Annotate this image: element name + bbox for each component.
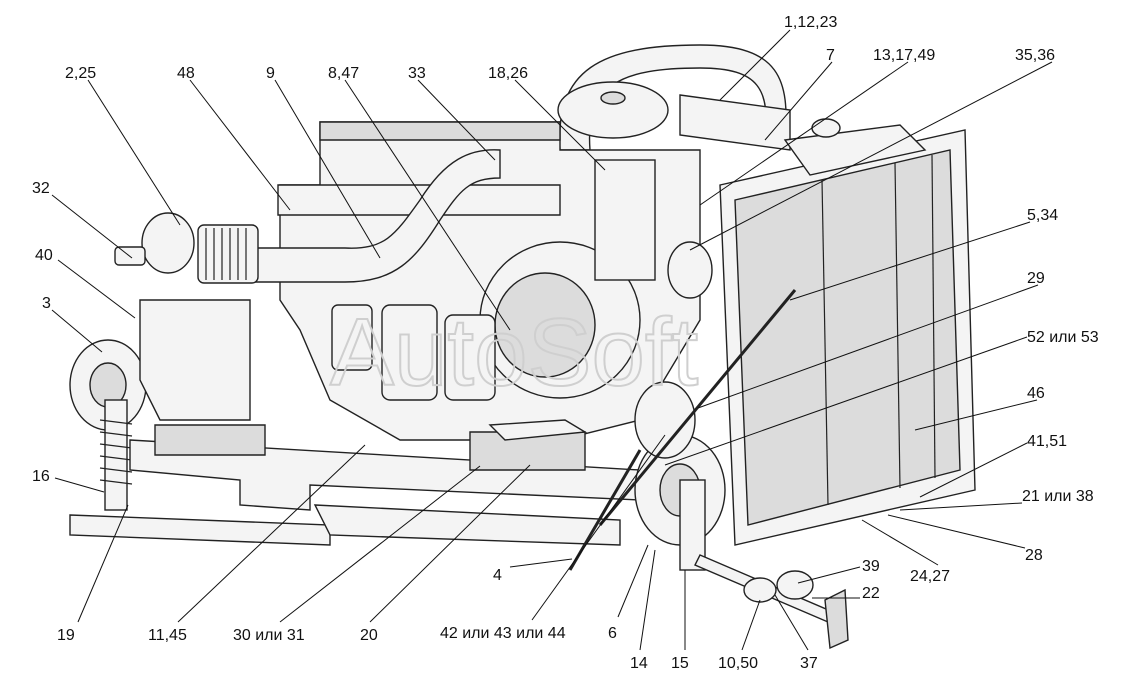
engine-drawing: AutoSoft: [69, 44, 976, 650]
callout-37: 37: [800, 655, 818, 672]
callout-14: 14: [630, 655, 648, 672]
air-cleaner-top: [557, 81, 669, 139]
radiator-divider-3: [931, 154, 936, 479]
callout-6: 6: [608, 625, 617, 642]
air-cleaner-cap: [600, 91, 626, 105]
callout-2-25: 2,25: [65, 65, 96, 82]
left-filter-cap: [141, 212, 195, 274]
callout-10-50: 10,50: [718, 655, 758, 672]
callout-28: 28: [1025, 547, 1043, 564]
callout-52-or-53: 52 или 53: [1027, 329, 1099, 346]
leader-lines: [51, 29, 1053, 651]
callout-8-47: 8,47: [328, 65, 359, 82]
callout-33: 33: [408, 65, 426, 82]
air-cleaner-neck: [594, 159, 656, 281]
callout-22: 22: [862, 585, 880, 602]
mount-left: [154, 424, 266, 456]
callout-21-or-38: 21 или 38: [1022, 488, 1094, 505]
intake-pipe-branch: [679, 94, 791, 151]
callout-labels: 1,12,23 2,25 48 9 8,47 33 18,26 7 13,17,…: [32, 14, 1099, 672]
mount-right-top: [488, 419, 588, 441]
callout-32: 32: [32, 180, 50, 197]
spring-coils: [99, 419, 133, 485]
callout-29: 29: [1027, 270, 1045, 287]
callout-19: 19: [57, 627, 75, 644]
bottom-plate: [824, 588, 849, 650]
callout-7: 7: [826, 47, 835, 64]
air-pipe: [254, 149, 501, 283]
callout-39: 39: [862, 558, 880, 575]
callout-1-12-23: 1,12,23: [784, 14, 837, 31]
spring-column: [104, 399, 128, 511]
oil-filter: [444, 314, 496, 401]
callout-15: 15: [671, 655, 689, 672]
radiator-top-tank: [783, 124, 927, 176]
front-bracket: [139, 299, 251, 421]
frame-rail-lower: [69, 514, 331, 546]
radiator-divider-1: [821, 179, 829, 506]
callout-18-26: 18,26: [488, 65, 528, 82]
callout-40: 40: [35, 247, 53, 264]
radiator-core: [734, 149, 961, 526]
belt-pulley-upper: [634, 381, 696, 459]
watermark: AutoSoft: [330, 299, 698, 406]
bottom-fitting: [776, 570, 814, 600]
radiator-filler-cap: [811, 118, 841, 138]
callout-20: 20: [360, 627, 378, 644]
callout-4: 4: [493, 567, 502, 584]
callout-9: 9: [266, 65, 275, 82]
fuel-filter-middle: [381, 304, 438, 401]
front-rod: [568, 449, 642, 571]
corrugation-lines: [205, 228, 247, 280]
callout-13-17-49: 13,17,49: [873, 47, 935, 64]
callout-48: 48: [177, 65, 195, 82]
radiator-stay-rod: [598, 289, 797, 526]
callout-30-or-31: 30 или 31: [233, 627, 305, 644]
callout-41-51: 41,51: [1027, 433, 1067, 450]
drain-valve: [743, 577, 777, 603]
callout-16: 16: [32, 468, 50, 485]
left-filter-corrugated: [197, 224, 259, 284]
callout-24-27: 24,27: [910, 568, 950, 585]
callout-46: 46: [1027, 385, 1045, 402]
callout-42-or-43-or-44: 42 или 43 или 44: [440, 625, 566, 642]
callout-5-34: 5,34: [1027, 207, 1058, 224]
oil-sump: [313, 504, 621, 546]
callout-11-45: 11,45: [148, 627, 187, 644]
callout-35-36: 35,36: [1015, 47, 1055, 64]
fan-pulley: [667, 241, 713, 299]
engine-block-top: [319, 121, 561, 141]
fuel-filter-left: [331, 304, 373, 371]
callout-3: 3: [42, 295, 51, 312]
radiator-divider-2: [894, 162, 901, 489]
